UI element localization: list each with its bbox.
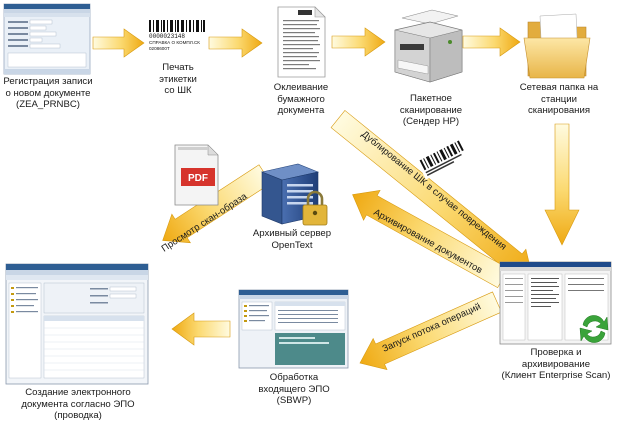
arrow-archiving [352, 190, 509, 289]
node-label-archive-server: Архивный сервер OpenText [252, 228, 332, 251]
node-label-network-folder: Сетевая папка на станции сканирования [519, 82, 599, 116]
arrow-label-launch-flow: Запуск потока операций [381, 301, 483, 354]
create-document-screen-icon [5, 263, 149, 385]
arrow-sbwp-to-create [171, 312, 231, 346]
arrow-scan-to-folder [462, 27, 521, 57]
sap-registration-screen-icon [3, 3, 91, 75]
barcode-caption: СПРАВКА О КОМПЛ.СК [149, 40, 200, 45]
refresh-icon [579, 315, 609, 343]
lock-icon [302, 190, 328, 226]
node-label-check-archive: Проверка и архивирование (Клиент Enterpr… [501, 347, 611, 381]
arrow-paste-to-scan [331, 27, 386, 57]
flow-arrows [92, 27, 580, 371]
pdf-document-icon: PDF [174, 144, 219, 206]
barcode-bars [149, 20, 205, 32]
sbwp-screen-icon [238, 289, 349, 369]
arrow-reg-to-print [92, 28, 145, 58]
barcode-sticker-icon [416, 136, 473, 180]
node-label-create-doc: Создание электронного документа согласно… [21, 387, 135, 421]
barcode-code: 0208600T [149, 46, 170, 51]
node-label-batch-scan: Пакетное сканирование (Сендер HP) [399, 93, 463, 127]
barcode-number: 0000023148 [149, 33, 185, 40]
pdf-icon-text: PDF [188, 173, 208, 184]
node-label-paste-doc: Оклеивание бумажного документа [273, 82, 329, 116]
barcode-label-icon: 0000023148 СПРАВКА О КОМПЛ.СК 0208600T [149, 20, 205, 51]
printer-icon [394, 9, 463, 83]
arrow-launch-flow [359, 291, 502, 371]
enterprise-scan-screen-icon [499, 261, 612, 345]
folder-icon [523, 13, 591, 79]
node-label-registration: Регистрация записи о новом документе (ZE… [3, 76, 93, 110]
arrow-folder-to-check [544, 123, 580, 246]
node-label-print-label: Печать этикетки со ШК [159, 62, 197, 96]
paper-document-icon [277, 6, 326, 78]
node-label-process-incoming: Обработка входящего ЭПО (SBWP) [258, 372, 330, 406]
arrow-print-to-paste [208, 28, 263, 58]
